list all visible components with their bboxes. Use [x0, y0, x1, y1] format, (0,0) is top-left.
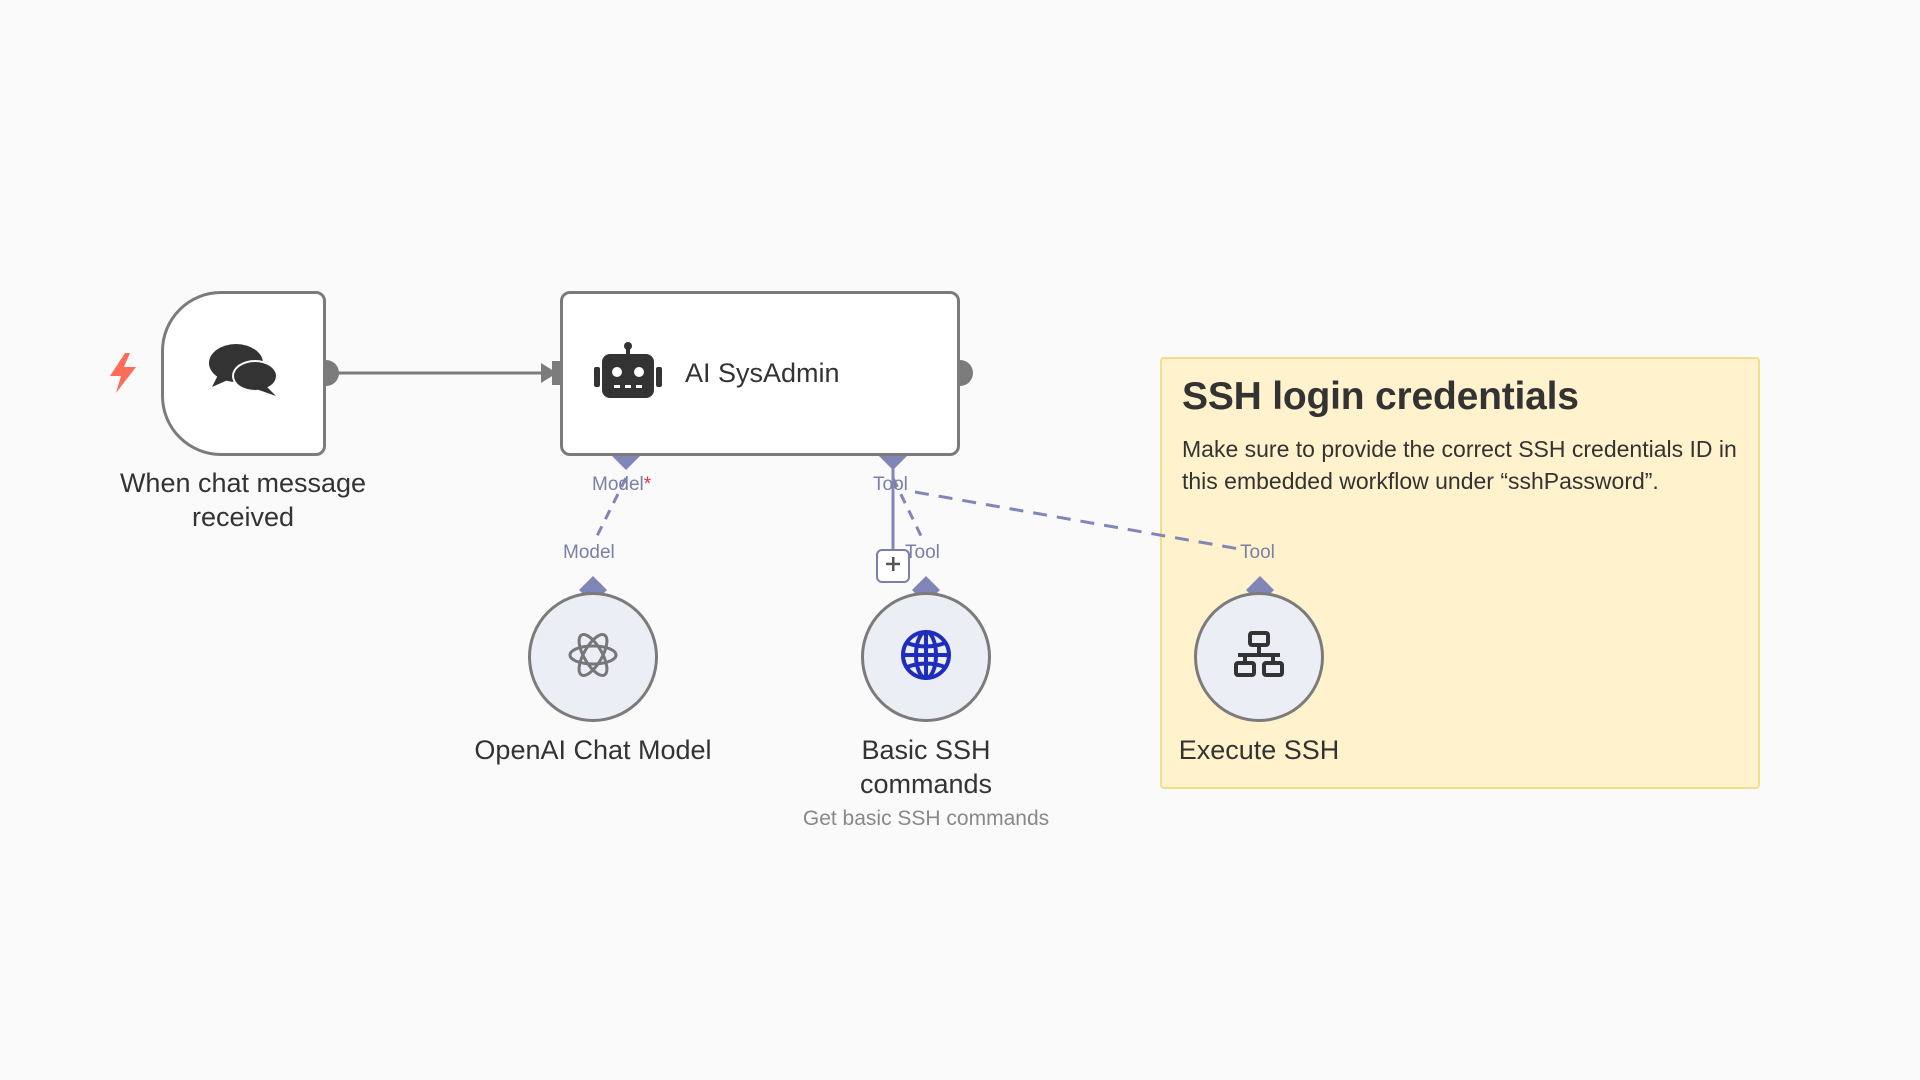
lightning-icon: [108, 352, 138, 399]
network-icon: [1232, 630, 1286, 685]
openai-chat-model-label: OpenAI Chat Model: [474, 735, 712, 765]
sticky-note[interactable]: SSH login credentials Make sure to provi…: [1160, 357, 1760, 789]
connection-arrowhead: [541, 363, 557, 383]
basic-ssh-commands-node[interactable]: [861, 592, 991, 722]
model-output-port-label: Model: [563, 542, 615, 563]
model-connection[interactable]: [592, 477, 628, 543]
chat-trigger-label: When chat message received: [119, 468, 367, 532]
globe-icon: [899, 628, 953, 687]
sticky-body: Make sure to provide the correct SSH cre…: [1182, 436, 1737, 494]
agent-model-port-label: Model*: [592, 474, 652, 495]
agent-tool-port-label: Tool: [873, 474, 908, 495]
add-tool-button[interactable]: [876, 549, 910, 583]
execute-ssh-output-port-label: Tool: [1240, 542, 1275, 563]
plus-icon: [884, 555, 902, 578]
tool-connection-basic-ssh[interactable]: [891, 477, 926, 543]
chat-trigger-node[interactable]: [161, 291, 326, 456]
chat-bubbles-icon: [208, 341, 280, 406]
execute-ssh-label: Execute SSH: [1178, 735, 1340, 765]
sticky-title: SSH login credentials: [1182, 375, 1579, 418]
basic-ssh-commands-label: Basic SSH commands: [859, 735, 993, 799]
robot-icon: [593, 341, 663, 406]
openai-chat-model-node[interactable]: [528, 592, 658, 722]
ai-agent-title: AI SysAdmin: [685, 358, 840, 388]
tool-connection-execute-ssh[interactable]: [914, 490, 1246, 552]
basic-ssh-output-port-label: Tool: [905, 542, 940, 563]
basic-ssh-commands-subtitle: Get basic SSH commands: [802, 807, 1050, 830]
execute-ssh-node[interactable]: [1194, 592, 1324, 722]
ai-agent-node[interactable]: AI SysAdmin: [560, 291, 960, 456]
openai-logo-icon: [565, 627, 621, 688]
